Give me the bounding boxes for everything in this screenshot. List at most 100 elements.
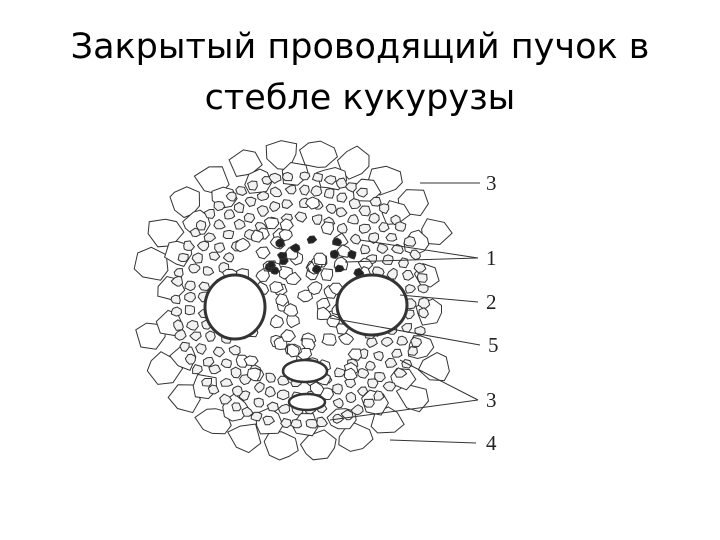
sclerenchyma-cell [391, 348, 403, 358]
sclerenchyma-cell [380, 336, 394, 348]
sclerenchyma-cell [396, 335, 409, 346]
sclerenchyma-cell [360, 244, 371, 255]
sclerenchyma-cell [262, 415, 276, 426]
sclerenchyma-cell [362, 398, 375, 408]
sclerenchyma-cell [225, 191, 237, 202]
parenchyma-cells [133, 140, 453, 461]
sclerenchyma-cell [334, 367, 346, 378]
phloem-cell [276, 251, 288, 260]
phloem-cell [275, 238, 285, 248]
sclerenchyma-cell [233, 218, 246, 230]
inner-cell [313, 252, 327, 266]
parenchyma-cell [299, 140, 338, 168]
sclerenchyma-cell [379, 203, 390, 215]
sclerenchyma-cell [369, 196, 382, 207]
sclerenchyma-cell [205, 330, 216, 342]
sclerenchyma-cell [311, 214, 323, 225]
sclerenchyma-cell [189, 331, 202, 342]
sclerenchyma-cell [355, 187, 368, 198]
inner-cell [309, 381, 325, 396]
sclerenchyma-cell [268, 172, 282, 185]
sclerenchyma-cell [413, 262, 427, 274]
sclerenchyma-cell [170, 306, 183, 317]
sclerenchyma-cell [254, 381, 265, 394]
sclerenchyma-cell [323, 175, 337, 185]
sclerenchyma-cell [243, 212, 256, 224]
sclerenchyma-cell [398, 257, 409, 269]
phloem-cell [329, 249, 339, 259]
sclerenchyma-cell [374, 371, 386, 383]
sclerenchyma-cell [264, 385, 276, 398]
sclerenchyma-cell [336, 192, 348, 203]
leader-lines [329, 182, 481, 444]
sclerenchyma-cell [347, 214, 359, 225]
sclerenchyma-cell [367, 378, 379, 389]
phloem-cell [267, 260, 276, 269]
sclerenchyma-cell [270, 186, 283, 198]
sclerenchyma-cell [417, 284, 429, 294]
sclerenchyma-cell [173, 267, 184, 278]
sclerenchyma-cell [386, 267, 398, 280]
sclerenchyma-cell [235, 185, 248, 196]
sclerenchyma-cell [281, 171, 294, 182]
sclerenchyma-cell [184, 353, 197, 365]
inner-cell [269, 314, 285, 329]
sclerenchyma-cell [315, 416, 328, 428]
sclerenchyma-cell [208, 251, 221, 261]
sclerenchyma-cell [305, 418, 318, 429]
sclerenchyma-cell [265, 372, 277, 383]
sclerenchyma-cell [350, 404, 364, 416]
xylem-vessel-2 [335, 273, 409, 337]
sclerenchyma-cell [382, 381, 396, 392]
inner-cell [243, 355, 259, 367]
sclerenchyma-cell [277, 403, 291, 414]
inner-cell [278, 227, 293, 242]
sclerenchyma-cell [184, 305, 196, 316]
parenchyma-cell [133, 246, 169, 281]
sclerenchyma-cell [373, 350, 384, 362]
sclerenchyma-cell [220, 358, 232, 369]
inner-cell [320, 221, 335, 236]
parenchyma-cell [227, 423, 262, 454]
sclerenchyma-cell [405, 283, 416, 294]
phloem-cell [347, 249, 357, 260]
inner-cell [246, 367, 262, 382]
protoxylem-cavity-1 [281, 358, 329, 384]
sclerenchyma-cell [173, 319, 184, 331]
sclerenchyma-cell [418, 307, 429, 319]
sclerenchyma-cell [170, 294, 181, 305]
sclerenchyma-cell [179, 341, 190, 352]
sclerenchyma-cell [357, 367, 370, 379]
inner-cell [301, 338, 316, 351]
phloem-cell [289, 243, 301, 253]
sclerenchyma-cell [417, 297, 431, 309]
sclerenchyma-cell [310, 185, 323, 197]
inner-cell [304, 196, 320, 210]
leader-line-1b [344, 257, 479, 263]
sclerenchyma-cell [253, 397, 265, 408]
sclerenchyma-cell [348, 198, 362, 210]
sclerenchyma-cell [213, 219, 226, 230]
sclerenchyma-cell [231, 385, 243, 397]
sclerenchyma-cell [416, 273, 428, 283]
sclerenchyma-cell [250, 411, 263, 422]
phloem-cell [270, 266, 280, 275]
sclerenchyma-cell [244, 196, 257, 208]
inner-cell [347, 348, 363, 361]
inner-cell [283, 303, 299, 317]
label-3-top: 3 [486, 171, 497, 195]
sclerenchyma-cell [195, 219, 207, 231]
sclerenchyma-cell [376, 243, 389, 254]
sclerenchyma-cell [395, 221, 407, 232]
sclerenchyma-cell [358, 223, 372, 234]
phloem-cell [306, 235, 318, 244]
sclerenchyma-cell [256, 205, 270, 217]
leader-line-4 [389, 439, 477, 444]
inner-cell [328, 282, 345, 296]
sclerenchyma-cell [202, 266, 215, 276]
sclerenchyma-cell [410, 336, 423, 348]
sclerenchyma-cell [233, 201, 245, 214]
sclerenchyma-cell [403, 235, 417, 247]
parenchyma-cell [194, 408, 232, 435]
inner-cell [250, 229, 264, 243]
